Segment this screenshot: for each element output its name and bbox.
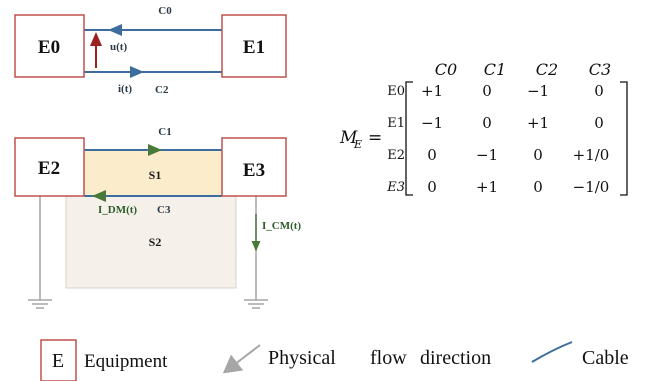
equipment-e3-box	[221, 137, 287, 197]
legend-cable-label: Cable	[582, 347, 629, 369]
equipment-e0-box	[14, 14, 85, 78]
cable-c3-label: C3	[157, 204, 171, 216]
cable-c1-label: C1	[158, 126, 171, 138]
cable-c2-label: C2	[155, 84, 169, 96]
matrix-row-label: E2	[387, 148, 405, 163]
legend-equipment-label: Equipment	[84, 351, 168, 372]
matrix-cell: 0	[594, 114, 604, 132]
matrix-cell: −1	[421, 114, 443, 132]
matrix-right-bracket	[620, 81, 628, 196]
legend-flow-arrow-icon	[222, 344, 261, 374]
ground-symbol-right	[244, 299, 268, 309]
matrix-cell: +1/0	[573, 146, 610, 164]
surface-s2-label: S2	[149, 235, 162, 249]
legend-flow-word-3: direction	[420, 347, 491, 369]
bottom-diagram: E2 E3 C1 S1 I_DM(t) C3 S2 I_CM(t)	[14, 126, 301, 309]
equipment-e1-box	[221, 14, 287, 78]
top-diagram: E0 E1 C0 u(t) i(t) C2	[14, 5, 287, 96]
legend-flow-word-2: flow	[370, 347, 407, 369]
matrix-cell: 0	[482, 114, 492, 132]
matrix-cell: 0	[533, 146, 543, 164]
matrix-subscript: E	[353, 138, 362, 151]
matrix-cell: 0	[533, 178, 543, 196]
matrix: M E = C0 C1 C2 C3 E0 E1 E2 E3 +1 0 −1 0 …	[339, 60, 628, 196]
matrix-col-header: C2	[536, 60, 558, 79]
equipment-e0-label: E0	[38, 37, 60, 58]
matrix-equals: =	[368, 128, 382, 148]
surface-s1	[84, 150, 222, 196]
matrix-row-label: E1	[387, 116, 405, 131]
matrix-row-labels: E0 E1 E2 E3	[386, 84, 405, 195]
surface-s1-label: S1	[149, 168, 162, 182]
equipment-e3-label: E3	[243, 160, 265, 181]
legend: E Equipment Physical flow direction Cabl…	[40, 339, 629, 381]
cm-current-label: I_CM(t)	[262, 220, 301, 232]
matrix-cell: 0	[594, 82, 604, 100]
legend-equipment-symbol: E	[52, 350, 64, 372]
matrix-cell: +1	[421, 82, 443, 100]
matrix-row-label: E0	[387, 84, 405, 99]
matrix-col-header: C0	[435, 60, 457, 79]
matrix-col-header: C3	[589, 60, 611, 79]
legend-equipment-box	[40, 339, 77, 381]
equipment-e1-label: E1	[243, 37, 265, 58]
matrix-cell: +1	[476, 178, 498, 196]
matrix-cell: 0	[427, 178, 437, 196]
legend-flow-word-1: Physical	[268, 347, 336, 369]
matrix-cell: −1	[476, 146, 498, 164]
current-label: i(t)	[118, 83, 132, 95]
voltage-label: u(t)	[110, 41, 127, 53]
equipment-e2-box	[14, 137, 85, 197]
matrix-col-header: C1	[484, 60, 506, 79]
matrix-cell: −1	[527, 82, 549, 100]
matrix-cells: +1 0 −1 0 −1 0 +1 0 0 −1 0 +1/0 0 +1 0 −…	[421, 82, 609, 196]
legend-cable-icon	[531, 341, 573, 363]
matrix-cell: 0	[482, 82, 492, 100]
matrix-column-headers: C0 C1 C2 C3	[435, 60, 611, 79]
matrix-cell: −1/0	[573, 178, 610, 196]
matrix-row-label: E3	[386, 180, 405, 195]
ground-symbol-left	[28, 299, 52, 309]
matrix-left-bracket	[405, 81, 413, 196]
matrix-cell: 0	[427, 146, 437, 164]
cable-c0-label: C0	[158, 5, 172, 17]
dm-current-label: I_DM(t)	[98, 204, 137, 216]
matrix-cell: +1	[527, 114, 549, 132]
matrix-name: M	[339, 128, 358, 148]
equipment-e2-label: E2	[38, 158, 60, 179]
